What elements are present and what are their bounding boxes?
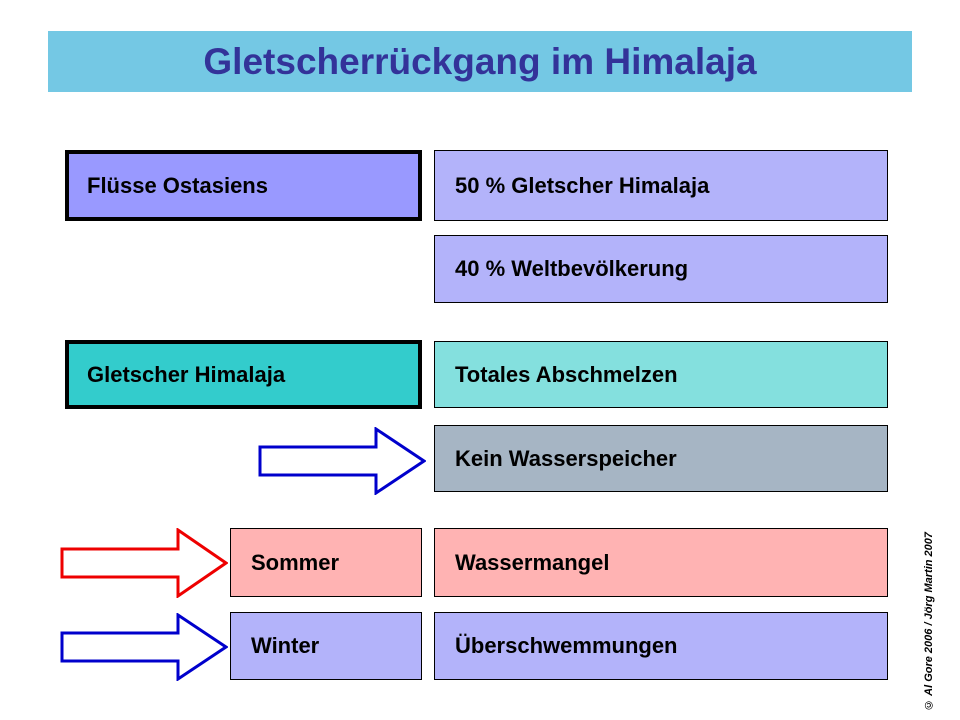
- box-totales-abschmelzen: Totales Abschmelzen: [434, 341, 888, 408]
- box-label: 50 % Gletscher Himalaja: [455, 172, 710, 198]
- box-gletscher-himalaja: Gletscher Himalaja: [65, 340, 422, 409]
- title-banner: Gletscherrückgang im Himalaja: [48, 31, 912, 92]
- box-wassermangel: Wassermangel: [434, 528, 888, 597]
- box-label: 40 % Weltbevölkerung: [455, 256, 689, 281]
- box-label: Wassermangel: [455, 549, 610, 575]
- box-fluesse-ostasiens: Flüsse Ostasiens: [65, 150, 422, 221]
- box-label: Winter: [251, 633, 320, 658]
- box-sommer: Sommer: [230, 528, 422, 597]
- box-winter: Winter: [230, 612, 422, 680]
- box-label: Kein Wasserspeicher: [455, 445, 677, 471]
- arrow-right-icon-to-kein-wasserspeicher: [258, 427, 426, 495]
- copyright-notice: © Al Gore 2006 / Jörg Martin 2007: [918, 505, 940, 711]
- box-gletscher-50-prozent: 50 % Gletscher Himalaja: [434, 150, 888, 221]
- box-ueberschwemmungen: Überschwemmungen: [434, 612, 888, 680]
- box-label: Überschwemmungen: [455, 633, 678, 658]
- arrow-right-icon-to-sommer: [60, 528, 228, 598]
- box-weltbevoelkerung-40-prozent: 40 % Weltbevölkerung: [434, 235, 888, 303]
- copyright-text: © Al Gore 2006 / Jörg Martin 2007: [922, 531, 935, 711]
- box-label: Flüsse Ostasiens: [87, 172, 268, 198]
- arrow-right-icon-to-winter: [60, 613, 228, 681]
- box-label: Totales Abschmelzen: [455, 361, 678, 387]
- box-kein-wasserspeicher: Kein Wasserspeicher: [434, 425, 888, 492]
- box-label: Gletscher Himalaja: [87, 361, 286, 387]
- page-title: Gletscherrückgang im Himalaja: [203, 41, 757, 82]
- box-label: Sommer: [251, 549, 340, 575]
